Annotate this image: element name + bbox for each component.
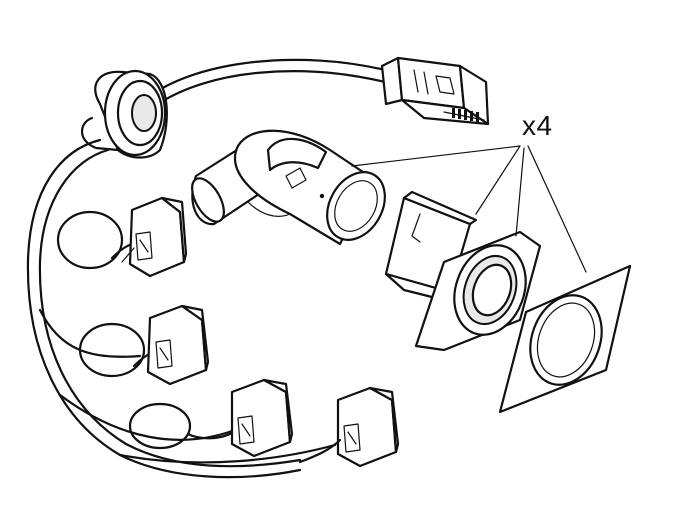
main-connector [380, 56, 490, 126]
sensor-holder [384, 190, 542, 352]
sensor-connector [298, 386, 400, 468]
rubber-grommet [80, 69, 168, 159]
quantity-leader-lines [351, 145, 587, 273]
sensor-gasket [498, 264, 632, 414]
sensor-connector [128, 378, 294, 458]
sensor-connector [78, 304, 210, 386]
quantity-label: x4 [522, 110, 553, 141]
parking-sensor [191, 129, 386, 246]
sensor-connector [56, 196, 188, 278]
wiring-harness [26, 58, 387, 479]
